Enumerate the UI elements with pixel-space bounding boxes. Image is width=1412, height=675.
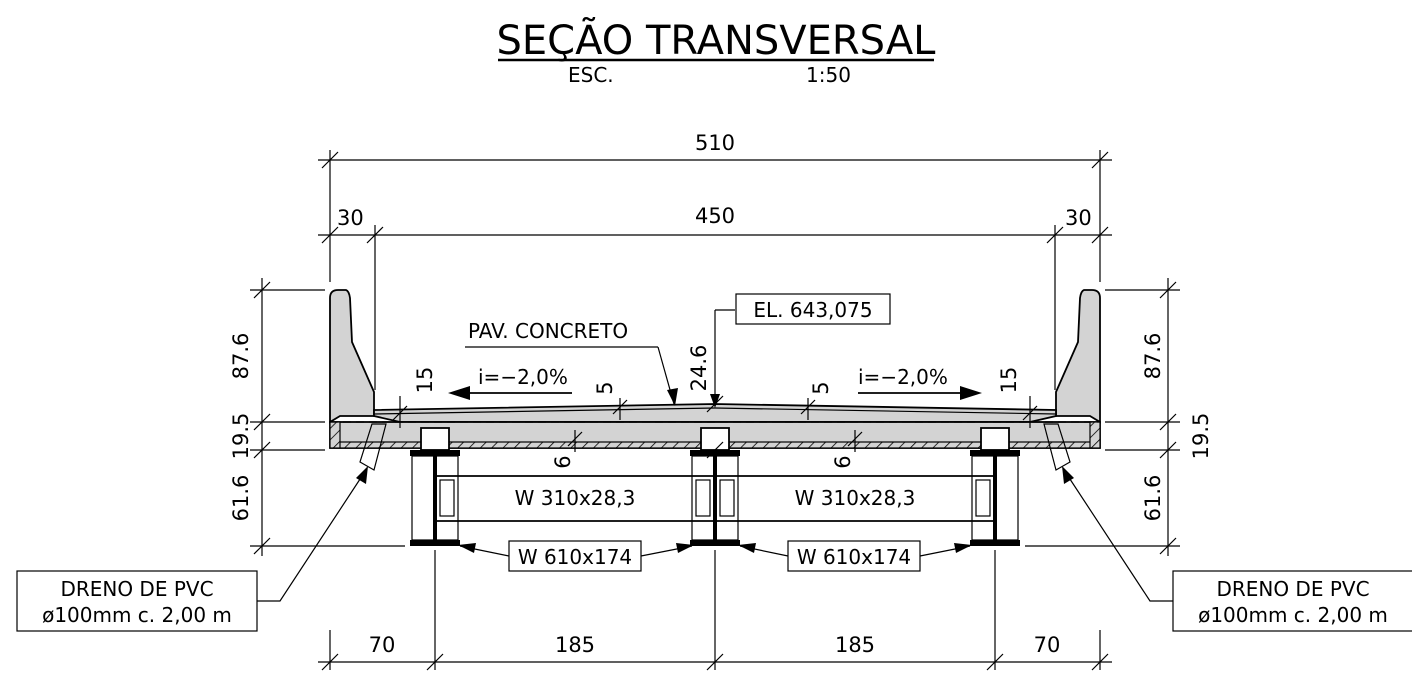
- dim-barrier-height-right: 87.6: [1141, 333, 1165, 380]
- tick-deck-3: [1046, 226, 1064, 244]
- dim-pavement-left: 5: [593, 381, 617, 394]
- title-block: SEÇÃO TRANSVERSAL ESC. 1:50: [497, 16, 937, 87]
- right-vertical-dimensions: 87.6 19.5 61.6: [1025, 278, 1213, 556]
- dim-spacing-2: 185: [835, 633, 875, 657]
- bottom-dimensions: 70 185 185 70: [318, 550, 1112, 671]
- crossbeam-left: [437, 475, 713, 522]
- tick-deck-1: [321, 226, 339, 244]
- scale-value: 1:50: [806, 63, 851, 87]
- dim-slab-right: 19.5: [1189, 413, 1213, 460]
- drain-right-line2: ø100mm c. 2,00 m: [1198, 603, 1388, 627]
- dim-slab-left: 19.5: [229, 413, 253, 460]
- drain-callout-left: DRENO DE PVC ø100mm c. 2,00 m: [16, 466, 368, 632]
- slope-right: i=−2,0%: [858, 365, 982, 400]
- girder-center: [690, 450, 740, 546]
- pavement-callout: PAV. CONCRETO: [465, 319, 678, 406]
- elevation-callout: EL. 643,075: [735, 293, 891, 325]
- drain-left-line2: ø100mm c. 2,00 m: [42, 603, 232, 627]
- dim-girder-depth-right: 61.6: [1141, 475, 1165, 522]
- drain-left: [359, 423, 387, 471]
- dim-slab-inner-left: 6: [551, 455, 575, 468]
- shear-block-left: [420, 427, 450, 451]
- dim-deck-width: 450: [695, 204, 735, 228]
- shear-block-right: [980, 427, 1010, 451]
- dim-pavement-center: 24.6: [687, 345, 711, 392]
- dim-barrier-left: 30: [337, 206, 364, 230]
- slope-left-label: i=−2,0%: [478, 365, 568, 389]
- drain-left-line1: DRENO DE PVC: [60, 577, 213, 601]
- pavement-label: PAV. CONCRETO: [468, 319, 628, 343]
- dim-edge-right: 15: [997, 367, 1021, 394]
- slope-left: i=−2,0%: [448, 365, 572, 400]
- drawing-title: SEÇÃO TRANSVERSAL: [497, 16, 937, 64]
- drain-right: [1043, 423, 1071, 471]
- tick-total-right: [1091, 151, 1109, 169]
- tick-total-left: [321, 151, 339, 169]
- girder-tag-left: W 610x174: [518, 545, 632, 569]
- slab-edge-left: [329, 421, 341, 449]
- slope-right-label: i=−2,0%: [858, 365, 948, 389]
- slab-edge-right: [1089, 421, 1101, 449]
- dim-edge-left: 15: [413, 367, 437, 394]
- left-vertical-dimensions: 87.6 19.5 61.6: [229, 278, 405, 556]
- pavement-inner-line-right: [714, 407, 1057, 415]
- dim-overhang-left: 70: [369, 633, 396, 657]
- elevation-label: EL. 643,075: [753, 298, 872, 322]
- dim-barrier-right: 30: [1065, 206, 1092, 230]
- drain-callout-right: DRENO DE PVC ø100mm c. 2,00 m: [1062, 466, 1412, 632]
- dim-total-width: 510: [695, 131, 735, 155]
- scale-label: ESC.: [568, 63, 614, 87]
- deck-structure: W 310x28,3 W 310x28,3: [329, 289, 1101, 546]
- dim-spacing-1: 185: [555, 633, 595, 657]
- thickness-dimensions: 24.6 5 5 15 15 6 6: [392, 309, 1038, 469]
- drain-right-line1: DRENO DE PVC: [1216, 577, 1369, 601]
- crossbeam-left-label: W 310x28,3: [515, 486, 636, 510]
- barrier-right: [1055, 289, 1101, 424]
- barrier-left: [329, 289, 375, 424]
- dim-pavement-right: 5: [809, 381, 833, 394]
- girder-left: [410, 450, 460, 546]
- dim-barrier-height-left: 87.6: [229, 333, 253, 380]
- dim-slab-inner-right: 6: [831, 455, 855, 468]
- dim-overhang-right: 70: [1034, 633, 1061, 657]
- girder-right: [970, 450, 1020, 546]
- tick-deck-2: [366, 226, 384, 244]
- dim-girder-depth-left: 61.6: [229, 475, 253, 522]
- crossbeam-right: [717, 475, 993, 522]
- girder-tag-right: W 610x174: [797, 545, 911, 569]
- pavement-inner-line-left: [373, 407, 716, 415]
- girder-tags: W 610x174 W 610x174: [458, 540, 972, 572]
- shear-block-center: [700, 427, 730, 451]
- tick-deck-4: [1091, 226, 1109, 244]
- crossbeam-right-label: W 310x28,3: [795, 486, 916, 510]
- top-dimensions: 510 450 30 30: [318, 131, 1112, 390]
